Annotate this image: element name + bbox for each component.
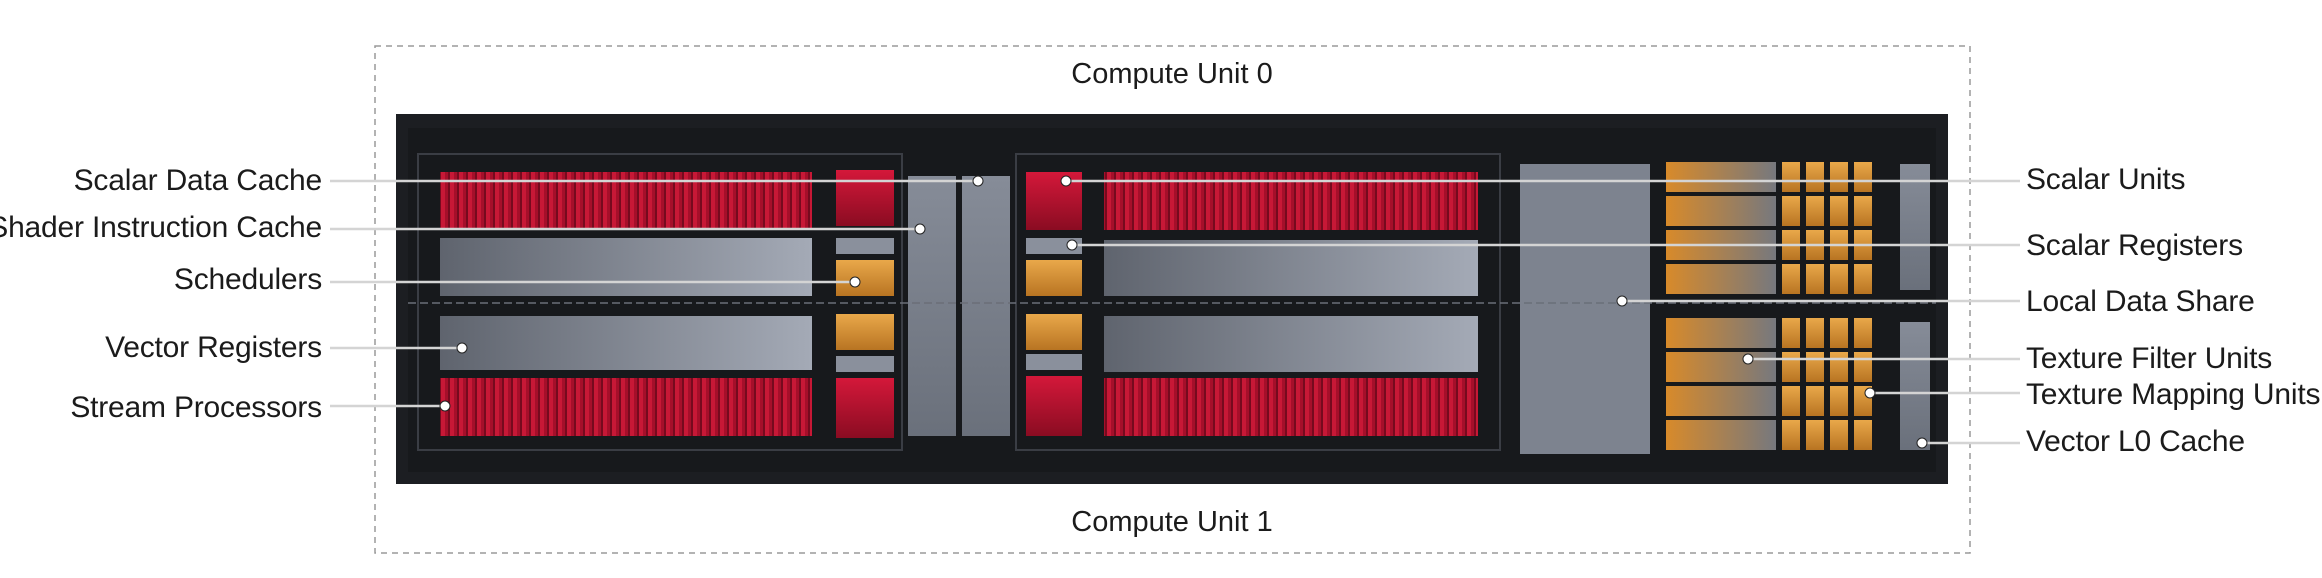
compute-unit-0-title: Compute Unit 0	[1071, 58, 1273, 90]
texture-mapping-cell	[1782, 352, 1800, 382]
vector-registers-right-top	[1104, 240, 1478, 296]
label-local-data-share: Local Data Share	[2026, 285, 2255, 318]
vector-l0-cache-bottom	[1900, 322, 1930, 450]
vector-registers-right-bottom	[1104, 316, 1478, 372]
label-stream-processors: Stream Processors	[70, 391, 322, 424]
texture-mapping-cell	[1782, 386, 1800, 416]
texture-mapping-cell	[1782, 264, 1800, 294]
label-texture-filter-units: Texture Filter Units	[2026, 342, 2273, 375]
vector-registers-left-bottom	[440, 316, 812, 370]
scalar-register-left-top	[836, 238, 894, 254]
texture-mapping-cell	[1830, 318, 1848, 348]
texture-mapping-cell	[1854, 420, 1872, 450]
texture-mapping-cell	[1830, 162, 1848, 192]
texture-mapping-cell	[1830, 386, 1848, 416]
stream-processors-right-bottom	[1104, 378, 1478, 436]
label-schedulers: Schedulers	[173, 263, 322, 296]
label-vector-l0-cache: Vector L0 Cache	[2026, 425, 2245, 458]
texture-mapping-cell	[1830, 352, 1848, 382]
texture-mapping-cell	[1830, 420, 1848, 450]
scalar-unit-left-top	[836, 170, 894, 226]
scalar-data-cache-block	[908, 176, 956, 436]
texture-mapping-grid	[1782, 162, 1872, 450]
label-scalar-data-cache: Scalar Data Cache	[73, 164, 323, 197]
texture-mapping-cell	[1782, 420, 1800, 450]
texture-mapping-cell	[1854, 196, 1872, 226]
callout-dots	[439, 175, 1928, 449]
callouts	[330, 179, 2020, 445]
texture-mapping-cell	[1806, 196, 1824, 226]
local-data-share-block	[1520, 164, 1650, 454]
simd-group-left	[417, 153, 903, 451]
compute-unit-boundary	[374, 45, 1971, 554]
scalar-register-left-bottom	[836, 356, 894, 372]
simd-group-right	[1015, 153, 1501, 451]
label-texture-mapping-units: Texture Mapping Units	[2026, 378, 2321, 411]
texture-mapping-cell	[1806, 318, 1824, 348]
texture-mapping-cell	[1854, 264, 1872, 294]
scheduler-left-bottom	[836, 314, 894, 350]
shader-instruction-cache-block	[962, 176, 1010, 436]
texture-mapping-cell	[1854, 162, 1872, 192]
label-scalar-units: Scalar Units	[2026, 163, 2186, 196]
vector-l0-cache-top	[1900, 164, 1930, 290]
compute-unit-1-title: Compute Unit 1	[1071, 506, 1273, 538]
texture-mapping-cell	[1854, 318, 1872, 348]
texture-mapping-cell	[1806, 386, 1824, 416]
texture-mapping-cell	[1782, 196, 1800, 226]
texture-units-top	[1666, 162, 1776, 294]
label-shader-instruction-cache: Shader Instruction Cache	[0, 211, 322, 244]
texture-units-bottom	[1666, 318, 1776, 450]
texture-mapping-cell	[1806, 264, 1824, 294]
scheduler-right-top	[1026, 260, 1082, 296]
texture-mapping-cell	[1854, 352, 1872, 382]
scheduler-left-top	[836, 260, 894, 296]
texture-mapping-cell	[1806, 162, 1824, 192]
scalar-register-right-bottom	[1026, 354, 1082, 370]
texture-mapping-cell	[1806, 420, 1824, 450]
label-vector-registers: Vector Registers	[105, 331, 322, 364]
stream-processors-left-bottom	[440, 378, 812, 436]
texture-mapping-cell	[1782, 162, 1800, 192]
texture-mapping-cell	[1782, 318, 1800, 348]
scalar-unit-left-bottom	[836, 378, 894, 438]
texture-mapping-cell	[1830, 264, 1848, 294]
scalar-unit-right-bottom	[1026, 376, 1082, 436]
texture-mapping-cell	[1806, 352, 1824, 382]
label-scalar-registers: Scalar Registers	[2026, 229, 2243, 262]
vector-registers-left-top	[440, 238, 812, 296]
texture-mapping-cell	[1830, 196, 1848, 226]
scheduler-right-bottom	[1026, 314, 1082, 350]
